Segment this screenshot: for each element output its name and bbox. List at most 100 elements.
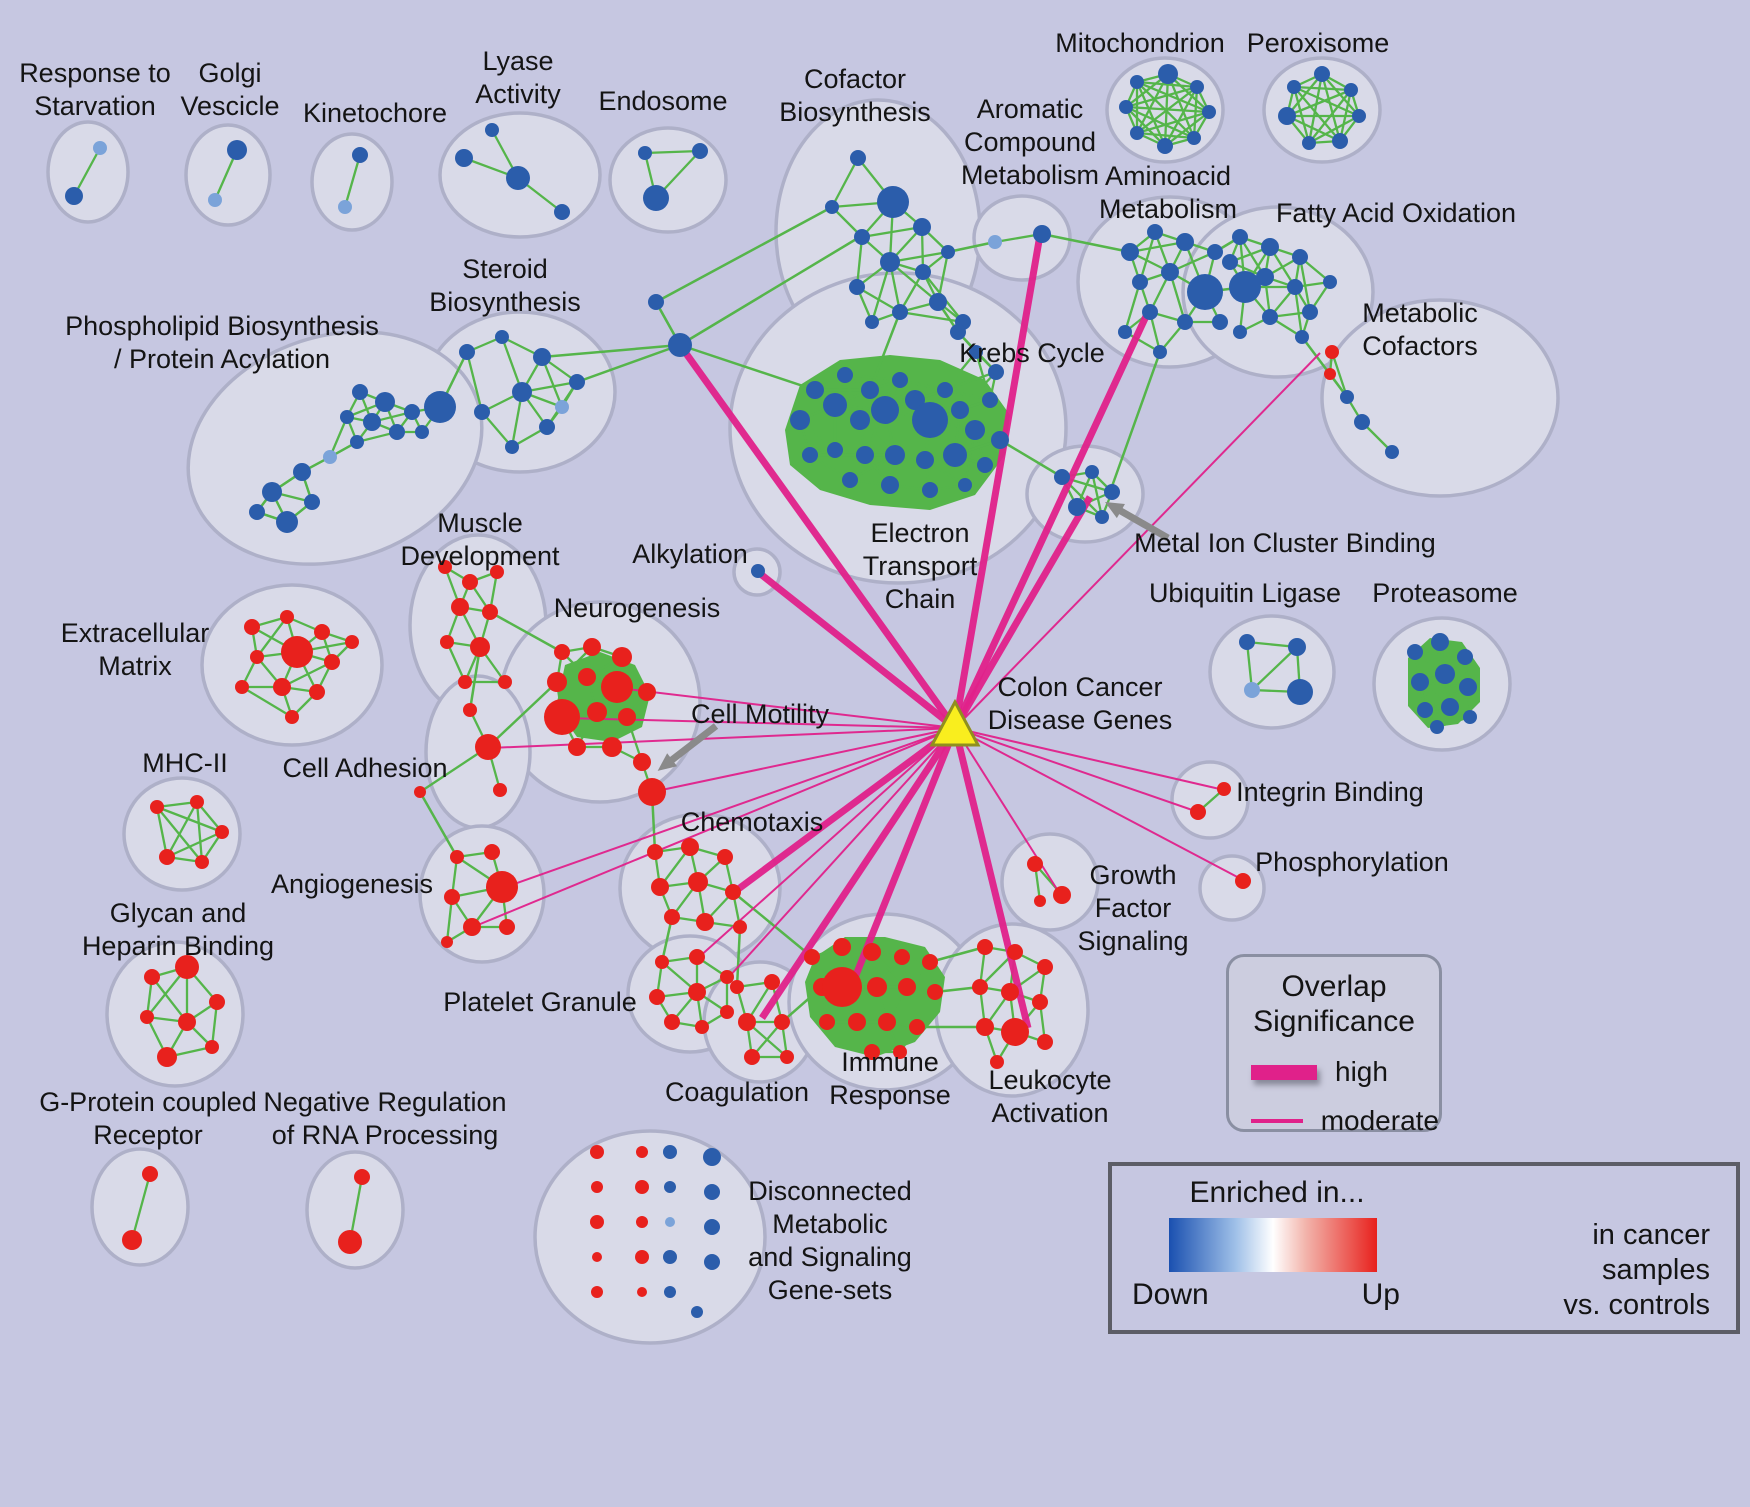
gene-set-node	[916, 451, 934, 469]
gene-set-node	[159, 849, 175, 865]
gene-set-node	[1431, 633, 1449, 651]
gene-set-node	[913, 218, 931, 236]
gene-set-edge	[1129, 240, 1186, 254]
inter-cluster-edge	[679, 343, 816, 392]
cluster-label-fatty-acid-oxidation: Fatty Acid Oxidation	[1276, 198, 1516, 228]
gene-set-node	[1217, 782, 1231, 796]
enrichment-down-label: Down	[1132, 1278, 1209, 1311]
gene-set-node	[1130, 75, 1144, 89]
cluster-label-coagulation: Coagulation	[665, 1077, 809, 1107]
inter-cluster-edge	[1041, 232, 1131, 254]
gene-set-node	[1302, 136, 1316, 150]
gene-set-node	[854, 229, 870, 245]
gene-set-node	[470, 637, 490, 657]
gene-set-node	[643, 185, 669, 211]
gene-set-node	[505, 440, 519, 454]
enrichment-note-line3: vs. controls	[1563, 1289, 1710, 1321]
enrichment-note: in cancer samples vs. controls	[1563, 1218, 1710, 1323]
gene-set-edge	[1286, 88, 1352, 118]
gene-set-node	[848, 1013, 866, 1031]
cluster-ellipse-endosome	[608, 126, 728, 234]
gene-set-node	[1157, 138, 1173, 154]
gene-set-edge	[944, 370, 997, 392]
gene-set-node	[345, 635, 359, 649]
gene-set-node	[1229, 271, 1261, 303]
gene-set-node	[922, 482, 938, 498]
gene-set-node	[587, 702, 607, 722]
gene-set-node	[647, 844, 663, 860]
gene-set-node	[720, 970, 734, 984]
gene-set-node	[1295, 330, 1309, 344]
overlap-significance-legend: Overlap Significance high moderate	[1226, 954, 1442, 1136]
gene-set-node	[927, 984, 943, 1000]
gene-set-node	[943, 443, 967, 467]
inter-cluster-edge	[487, 681, 558, 748]
gene-set-node	[1324, 368, 1336, 380]
gene-set-node	[730, 980, 744, 994]
gene-set-node	[689, 949, 705, 965]
gene-set-node	[1053, 886, 1071, 904]
metal-ion-pointer-arrow-head	[1105, 502, 1125, 519]
gene-set-node	[314, 624, 330, 640]
cluster-label-ubiquitin-ligase: Ubiquitin Ligase	[1149, 578, 1341, 608]
gene-set-edge	[856, 286, 901, 313]
gene-set-node	[544, 699, 580, 735]
gene-set-node	[1262, 309, 1278, 325]
gene-set-node	[93, 141, 107, 155]
enrichment-note-line2: samples	[1602, 1254, 1710, 1286]
gene-set-node	[833, 938, 851, 956]
gene-set-node	[1244, 682, 1260, 698]
cluster-label-mitochondrion: Mitochondrion	[1055, 28, 1225, 58]
inter-cluster-edge	[468, 646, 482, 711]
overlap-edge-high	[734, 725, 958, 893]
gene-set-node	[591, 1181, 603, 1193]
gene-set-edge	[155, 806, 169, 858]
gene-set-node	[65, 187, 83, 205]
gene-set-node	[881, 476, 899, 494]
inter-cluster-edge	[655, 205, 833, 304]
cluster-label-proteasome: Proteasome	[1372, 578, 1518, 608]
gene-set-edge	[343, 154, 362, 208]
gene-set-node	[590, 1215, 604, 1229]
gene-set-node	[1459, 678, 1477, 696]
overlap-edge-high	[759, 726, 958, 1020]
gene-set-edge	[1307, 73, 1324, 144]
gene-set-node	[1142, 304, 1158, 320]
gene-set-node	[276, 511, 298, 533]
gene-set-node	[1407, 644, 1423, 660]
gene-set-node	[648, 294, 664, 310]
inter-cluster-edge	[418, 791, 459, 858]
gene-set-node	[704, 1254, 720, 1270]
gene-set-node	[704, 1184, 720, 1200]
gene-set-edge	[644, 149, 701, 155]
gene-set-node	[692, 143, 708, 159]
gene-set-node	[444, 889, 460, 905]
gene-set-node	[691, 1306, 703, 1318]
gene-set-node	[512, 382, 532, 402]
cluster-label-phospholipid-biosynthesis: Phospholipid Biosynthesis/ Protein Acyla…	[65, 311, 379, 374]
gene-set-node	[856, 446, 874, 464]
gene-set-edge	[1136, 131, 1195, 140]
gene-set-node	[1007, 944, 1023, 960]
inter-cluster-edge	[541, 343, 681, 359]
gene-set-node	[459, 344, 475, 360]
gene-set-node	[285, 710, 299, 724]
overlap-edge-moderate	[954, 727, 1244, 881]
inter-cluster-edge	[735, 926, 742, 988]
gene-set-node	[867, 977, 887, 997]
gene-set-edge	[870, 261, 892, 323]
cluster-label-angiogenesis: Angiogenesis	[271, 869, 433, 899]
inter-cluster-edge	[929, 945, 986, 964]
gene-set-node	[849, 279, 865, 295]
gene-set-node	[1332, 133, 1348, 149]
gene-set-node	[1068, 498, 1086, 516]
gene-set-node	[1085, 465, 1099, 479]
gene-set-node	[665, 1217, 675, 1227]
gene-set-node	[1121, 243, 1139, 261]
gene-set-node	[554, 204, 570, 220]
gene-set-node	[1288, 638, 1306, 656]
